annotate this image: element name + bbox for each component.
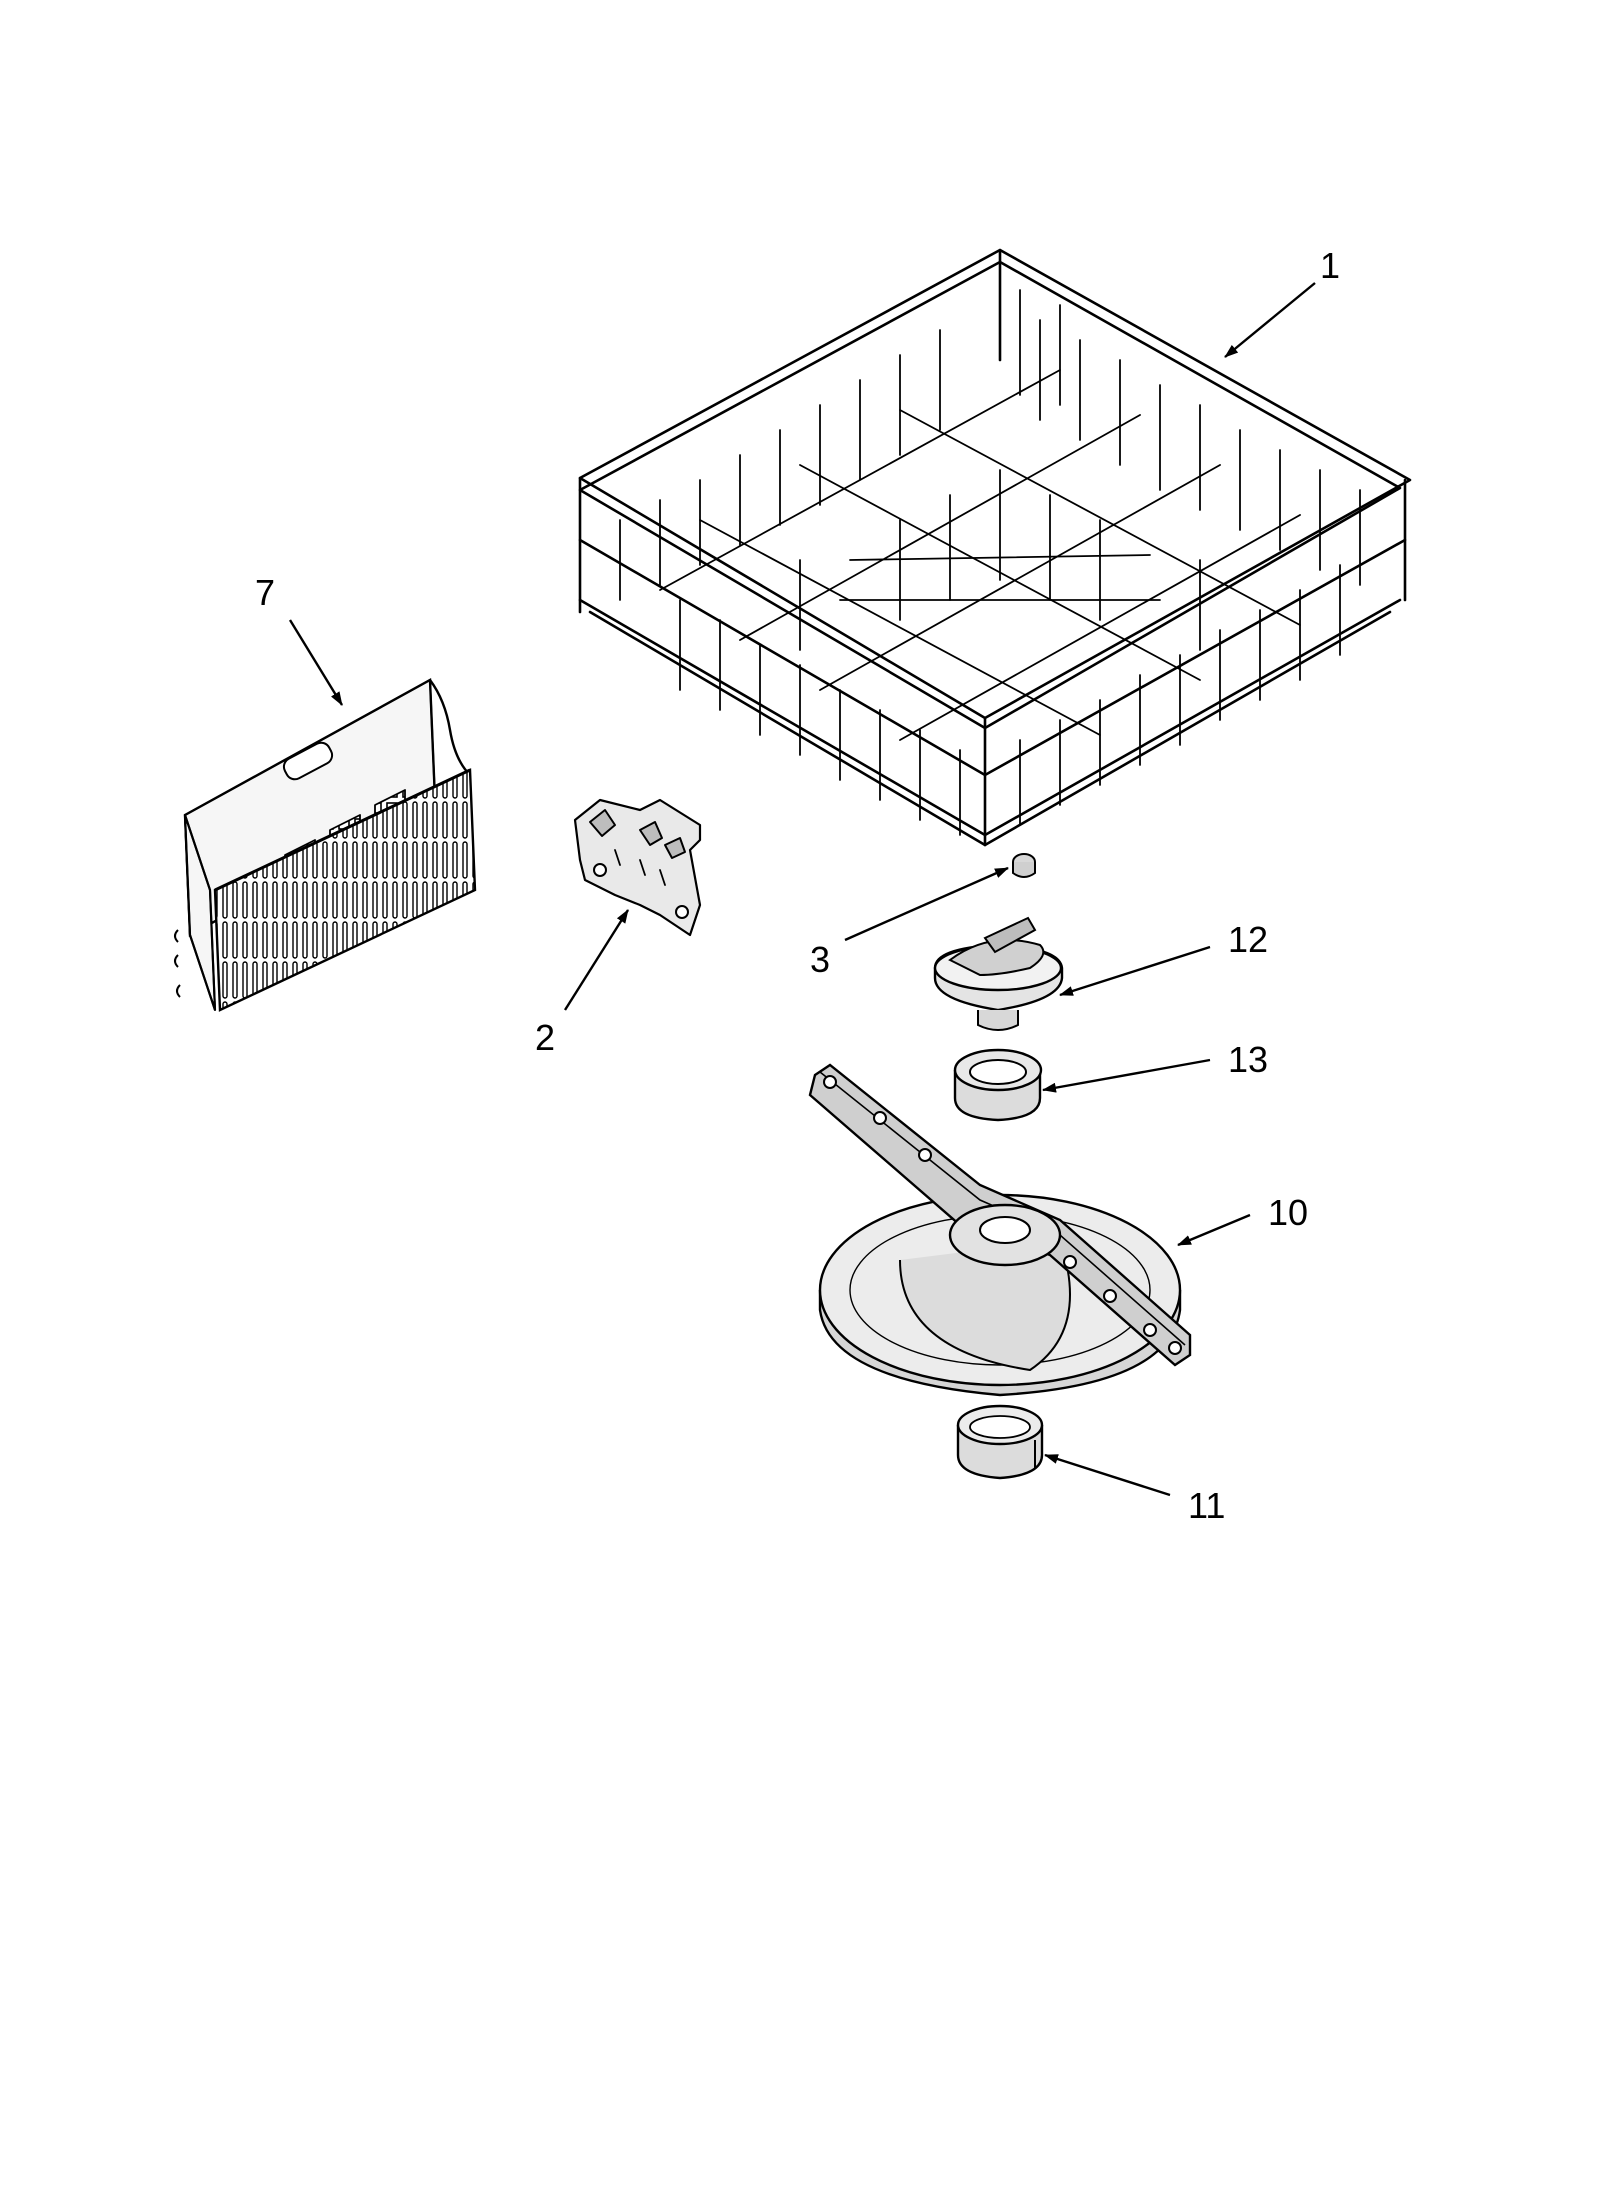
leader-1	[1224, 282, 1316, 358]
leader-13	[1042, 1058, 1211, 1093]
callout-10: 10	[1268, 1192, 1308, 1233]
rack-clip	[573, 798, 702, 937]
small-cap	[1012, 853, 1036, 878]
leader-12	[1059, 945, 1211, 997]
callout-3: 3	[810, 939, 830, 980]
lower-dishrack	[578, 248, 1412, 847]
spray-arm-assembly	[808, 1063, 1192, 1397]
callout-2: 2	[535, 1017, 555, 1058]
callout-13: 13	[1228, 1039, 1268, 1080]
leader-2	[563, 909, 630, 1011]
silverware-basket	[174, 678, 477, 1012]
callout-1: 1	[1320, 245, 1340, 286]
leader-3	[844, 866, 1009, 942]
leader-10	[1177, 1213, 1251, 1247]
callout-7: 7	[255, 572, 275, 613]
leader-lines	[288, 282, 1316, 1497]
spray-arm-cap	[933, 916, 1064, 1031]
callout-labels: 1 7 2 3 12 13 10 11	[255, 245, 1340, 1526]
base-ring	[956, 1404, 1044, 1480]
leader-11	[1044, 1453, 1171, 1497]
callout-12: 12	[1228, 919, 1268, 960]
leader-7	[288, 619, 344, 706]
bearing-ring	[953, 1048, 1043, 1122]
callout-11: 11	[1188, 1485, 1225, 1526]
